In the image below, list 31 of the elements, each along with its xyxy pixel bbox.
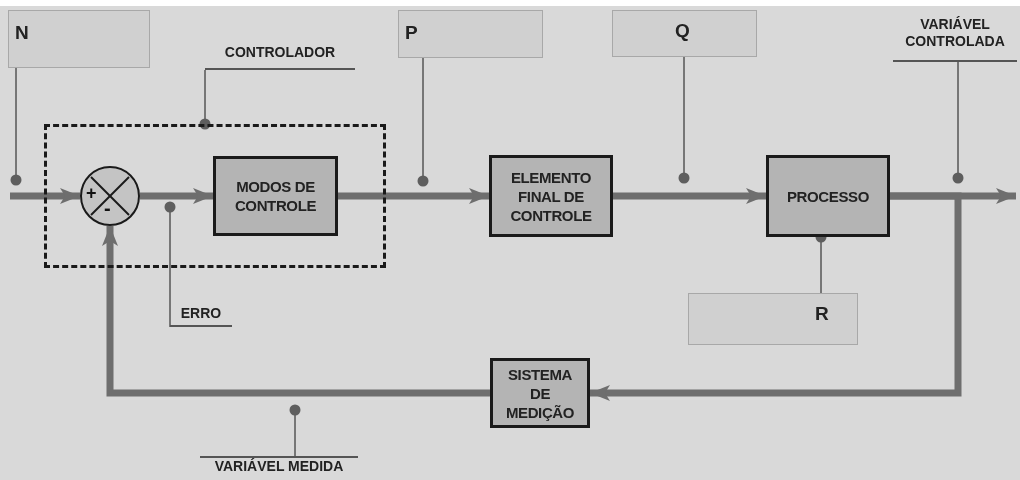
leader-line	[952, 61, 964, 184]
callout-label: VARIÁVEL CONTROLADA	[893, 16, 1017, 62]
callout-label: ERRO	[170, 305, 232, 327]
arrow	[613, 188, 766, 204]
leader-line	[10, 67, 22, 186]
leader-line	[289, 404, 301, 457]
arrow	[590, 192, 962, 401]
controller-dashed-box	[44, 124, 386, 268]
arrow	[140, 188, 213, 204]
plus-sign: +	[86, 183, 97, 203]
input-label: N	[15, 21, 29, 45]
input-box	[688, 293, 858, 345]
input-label: Q	[675, 19, 690, 43]
block-box: PROCESSO	[766, 155, 890, 237]
block-box: ELEMENTO FINAL DE CONTROLE	[489, 155, 613, 237]
input-label: R	[815, 302, 829, 326]
leader-line	[417, 57, 429, 187]
leader-line	[164, 201, 176, 328]
leader-line	[678, 56, 690, 184]
input-label: P	[405, 21, 418, 45]
input-box	[612, 10, 757, 57]
minus-sign: -	[104, 198, 111, 218]
arrow	[338, 188, 489, 204]
block-box: SISTEMA DE MEDIÇÃO	[490, 358, 590, 428]
leader-line	[199, 69, 211, 130]
callout-label: CONTROLADOR	[205, 44, 355, 70]
callout-label: VARIÁVEL MEDIDA	[200, 456, 358, 480]
input-box	[398, 10, 543, 58]
arrow	[102, 226, 490, 397]
input-box	[8, 10, 150, 68]
block-box: MODOS DE CONTROLE	[213, 156, 338, 236]
